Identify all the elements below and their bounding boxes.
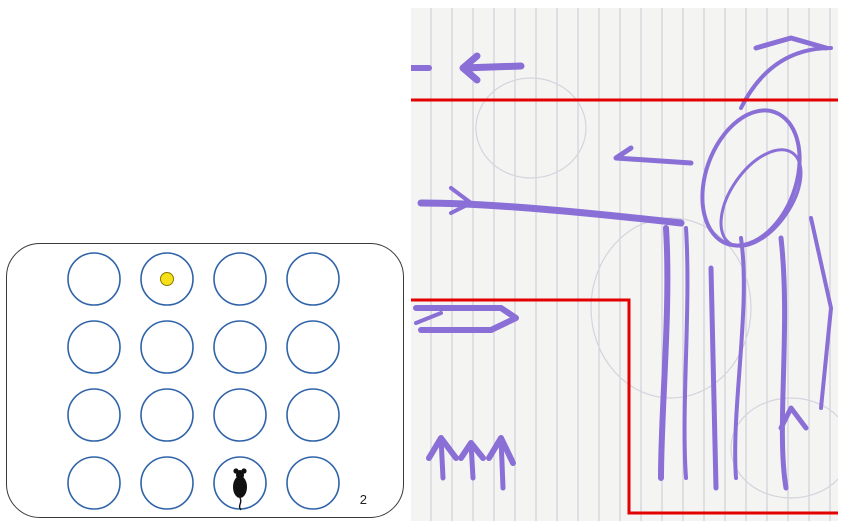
hole-circle — [68, 253, 120, 305]
page-number: 2 — [360, 492, 367, 507]
hole-circle — [214, 321, 266, 373]
hole-circle — [287, 389, 339, 441]
hole-circle — [287, 253, 339, 305]
hole-grid — [6, 243, 404, 518]
hole-circle — [141, 457, 193, 509]
target-dot — [160, 272, 173, 285]
hole-circle — [68, 389, 120, 441]
hole-circle — [68, 457, 120, 509]
hole-circle — [214, 389, 266, 441]
hole-circle — [287, 457, 339, 509]
hole-circle — [214, 253, 266, 305]
hole-circle — [141, 389, 193, 441]
grid-panel: 2 — [6, 243, 404, 518]
hole-circle — [68, 321, 120, 373]
hole-circle — [141, 321, 193, 373]
hole-circle — [287, 321, 339, 373]
sketch-panel — [411, 8, 838, 521]
